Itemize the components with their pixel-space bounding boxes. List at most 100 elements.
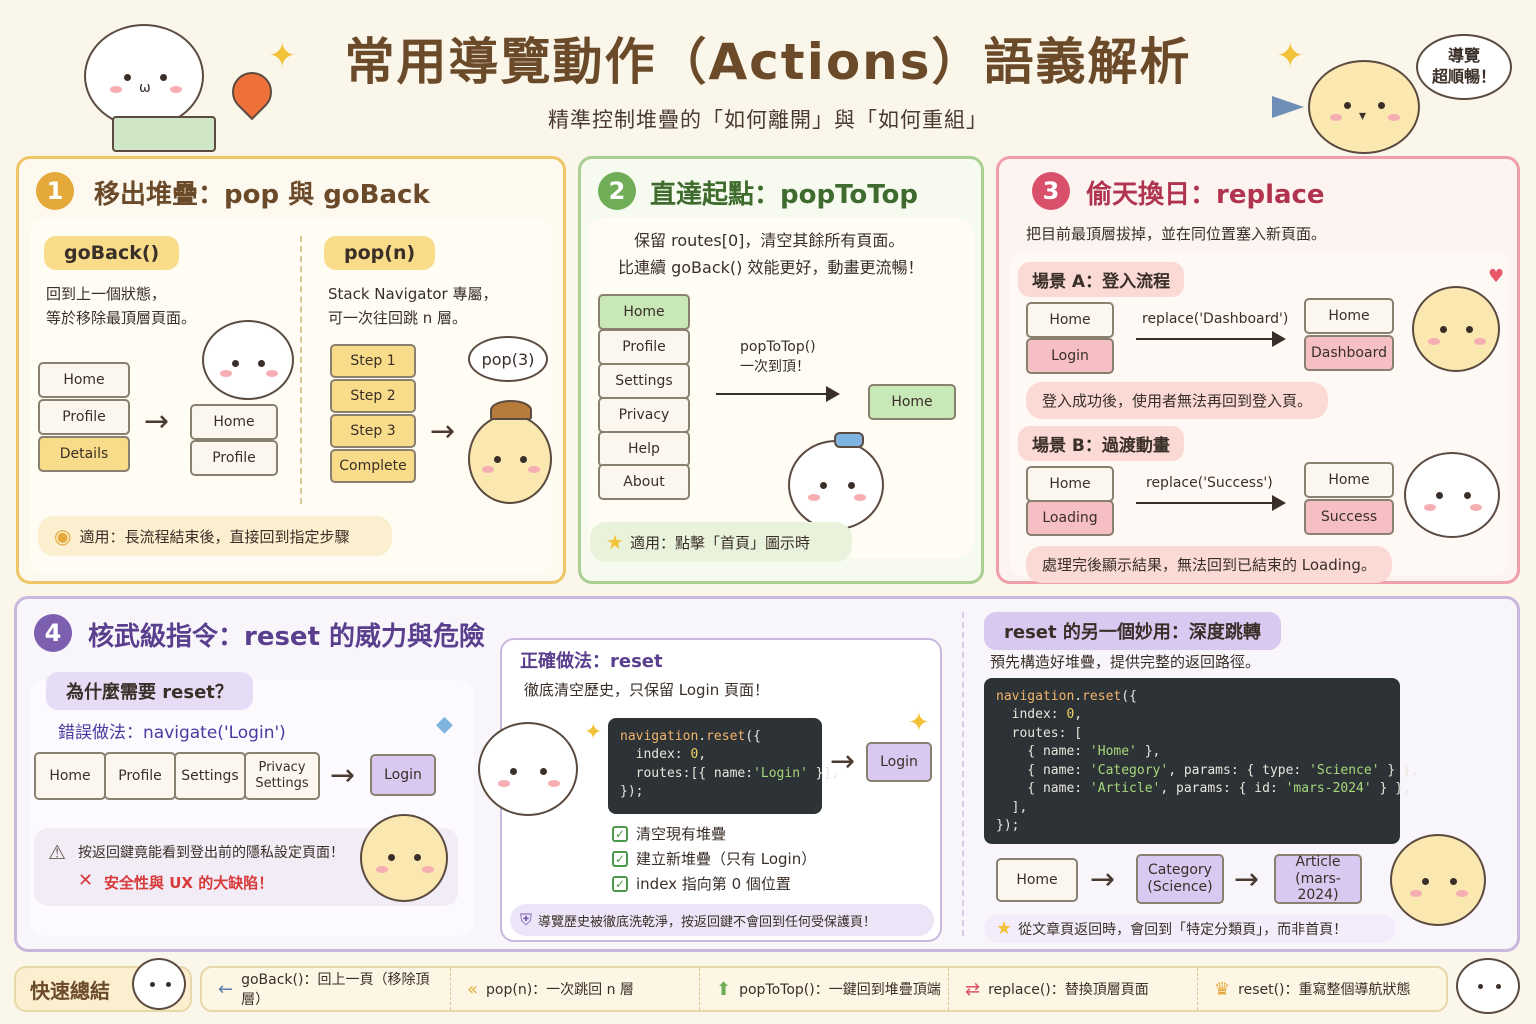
stack-item: Step 1	[330, 344, 416, 378]
reset-code-block: navigation.reset({ index: 0, routes:[{ n…	[608, 718, 839, 814]
stack-item: Details	[38, 436, 130, 472]
bow-icon	[834, 432, 864, 448]
dog-mascot	[360, 814, 448, 902]
sweat-drop-icon: ◆	[436, 712, 453, 737]
cross-icon: ✕	[78, 870, 94, 891]
stack-item: Login	[1026, 338, 1114, 374]
dog-mascot	[468, 414, 552, 504]
stack-item: Home	[34, 752, 106, 800]
replace-desc: 把目前最頂層拔掉，並在同位置塞入新頁面。	[1026, 225, 1327, 243]
sparkle-right-icon: ✦	[1276, 36, 1305, 76]
bear-mascot	[132, 958, 186, 1010]
section-number-2: 2	[598, 172, 636, 210]
arrow-left-icon: ←	[218, 978, 234, 1000]
summary-item: ♛reset()：重寫整個導航狀態	[1214, 978, 1411, 1000]
scenario-b-note: 處理完後顯示結果，無法回到已結束的 Loading。	[1026, 546, 1392, 583]
section-number-1: 1	[36, 172, 74, 210]
tip-bar: ◉ 適用：長流程結束後，直接回到指定步驟	[38, 516, 392, 556]
stack-item: Privacy	[598, 397, 690, 433]
flow-home: Home	[996, 858, 1078, 902]
correct-reset-label: 正確做法：reset	[520, 651, 663, 672]
shield-icon: ⛨	[520, 910, 533, 929]
star-icon: ★	[996, 918, 1013, 939]
section-number-3: 3	[1032, 172, 1070, 210]
warning-text: 按返回鍵竟能看到登出前的隱私設定頁面！	[78, 845, 344, 861]
stack-item: Home	[598, 294, 690, 330]
stack-item: Dashboard	[1304, 335, 1394, 371]
shield-note: ⛨ 導覽歷史被徹底洗乾淨，按返回鍵不會回到任何受保護頁！	[510, 904, 934, 936]
section-title-4: 核武級指令：reset 的威力與危險	[88, 622, 486, 652]
replace-action: replace('Dashboard')	[1142, 311, 1289, 327]
arrow-right-icon	[1136, 502, 1276, 504]
check-item: ✓清空現有堆疊	[612, 823, 726, 844]
stack-item: Profile	[190, 440, 278, 476]
stack-item: Settings	[598, 363, 690, 399]
lightbulb-icon: ◉	[54, 524, 72, 548]
rabbit-mascot: ▾	[1308, 60, 1420, 154]
goback-desc-1: 回到上一個狀態，	[46, 285, 167, 303]
arrow-right-icon	[1136, 338, 1276, 340]
stack-item: Home	[1304, 462, 1394, 498]
section-title-1: 移出堆疊：pop 與 goBack	[94, 180, 430, 210]
poptotop-action: popToTop()	[740, 339, 816, 355]
scenario-a-note: 登入成功後，使用者無法再回到登入頁。	[1026, 382, 1329, 419]
rabbit-mascot	[1390, 834, 1486, 926]
section-number-4: 4	[34, 614, 72, 652]
tip-bar: ★ 適用：點擊「首頁」圖示時	[590, 522, 852, 562]
arrow-right-icon: →	[430, 414, 456, 449]
section-title-2: 直達起點：popToTop	[650, 180, 918, 210]
stack-item: Home	[1026, 302, 1114, 338]
bear-mascot	[202, 320, 294, 400]
tip-bar: ★ 從文章頁返回時，會回到「特定分類頁」，而非首頁！	[984, 914, 1396, 943]
stack-item: Step 3	[330, 414, 416, 448]
stack-item: Settings	[174, 752, 246, 800]
why-reset-label: 為什麼需要 reset？	[46, 672, 253, 710]
stack-item: Home	[38, 362, 130, 398]
summary-item: ⬆popToTop()：一鍵回到堆疊頂端	[700, 968, 949, 1010]
bear-mascot	[1404, 452, 1500, 538]
page-subtitle: 精準控制堆疊的「如何離開」與「如何重組」	[548, 108, 988, 132]
summary-item: ⇄replace()：替換頂層頁面	[949, 968, 1198, 1010]
arrow-head-icon	[1272, 495, 1286, 511]
summary-bar: ←goBack()：回上一頁（移除頂層） «pop(n)：一次跳回 n 層 ⬆p…	[200, 966, 1448, 1012]
login-screen: Login	[866, 742, 932, 782]
deep-link-code-block: navigation.reset({ index: 0, routes: [ {…	[984, 678, 1419, 844]
arrow-right-icon	[716, 393, 836, 395]
arrow-head-icon	[826, 386, 840, 402]
magic-wand-icon: ✦	[584, 720, 603, 745]
pop-label: pop(n)	[324, 236, 436, 270]
crown-icon: ♛	[1214, 978, 1231, 1000]
deep-link-label: reset 的另一個妙用：深度跳轉	[984, 612, 1281, 650]
pop-desc-2: 可一次往回跳 n 層。	[328, 309, 468, 327]
beret-icon	[490, 400, 532, 420]
bear-mascot	[478, 722, 578, 816]
page-title: 常用導覽動作（Actions）語義解析	[344, 33, 1192, 91]
pop-desc-1: Stack Navigator 專屬，	[328, 285, 498, 303]
goback-label: goBack()	[44, 236, 180, 270]
summary-item: ←goBack()：回上一頁（移除頂層）	[202, 968, 451, 1010]
warning-icon: ⚠	[48, 840, 66, 864]
checkbox-icon: ✓	[612, 825, 628, 842]
sparkle-icon: ✦	[908, 708, 930, 738]
login-screen: Login	[370, 754, 436, 796]
map-icon	[112, 116, 216, 152]
arrow-head-icon	[1272, 331, 1286, 347]
divider	[962, 612, 964, 936]
bear-mascot: ω	[84, 24, 204, 128]
arrow-right-icon: →	[330, 758, 356, 793]
cat-mascot	[1456, 958, 1520, 1014]
poptotop-action-note: 一次到頂！	[740, 359, 810, 375]
sparkle-left-icon: ✦	[268, 36, 297, 76]
stack-item: Home	[1026, 466, 1114, 502]
warning-bad: 安全性與 UX 的大缺陷！	[104, 874, 274, 892]
result-home: Home	[868, 384, 956, 420]
pop-bubble: pop(3)	[468, 336, 548, 382]
stack-item: Complete	[330, 449, 416, 483]
correct-reset-desc: 徹底清空歷史，只保留 Login 頁面！	[524, 681, 770, 699]
deep-link-desc: 預先構造好堆疊，提供完整的返回路徑。	[990, 653, 1261, 671]
arrow-right-icon: →	[830, 744, 856, 779]
arrow-right-icon: →	[1090, 862, 1116, 897]
arrow-right-icon: →	[1234, 862, 1260, 897]
summary-item: «pop(n)：一次跳回 n 層	[451, 968, 700, 1010]
checkbox-icon: ✓	[612, 850, 628, 867]
